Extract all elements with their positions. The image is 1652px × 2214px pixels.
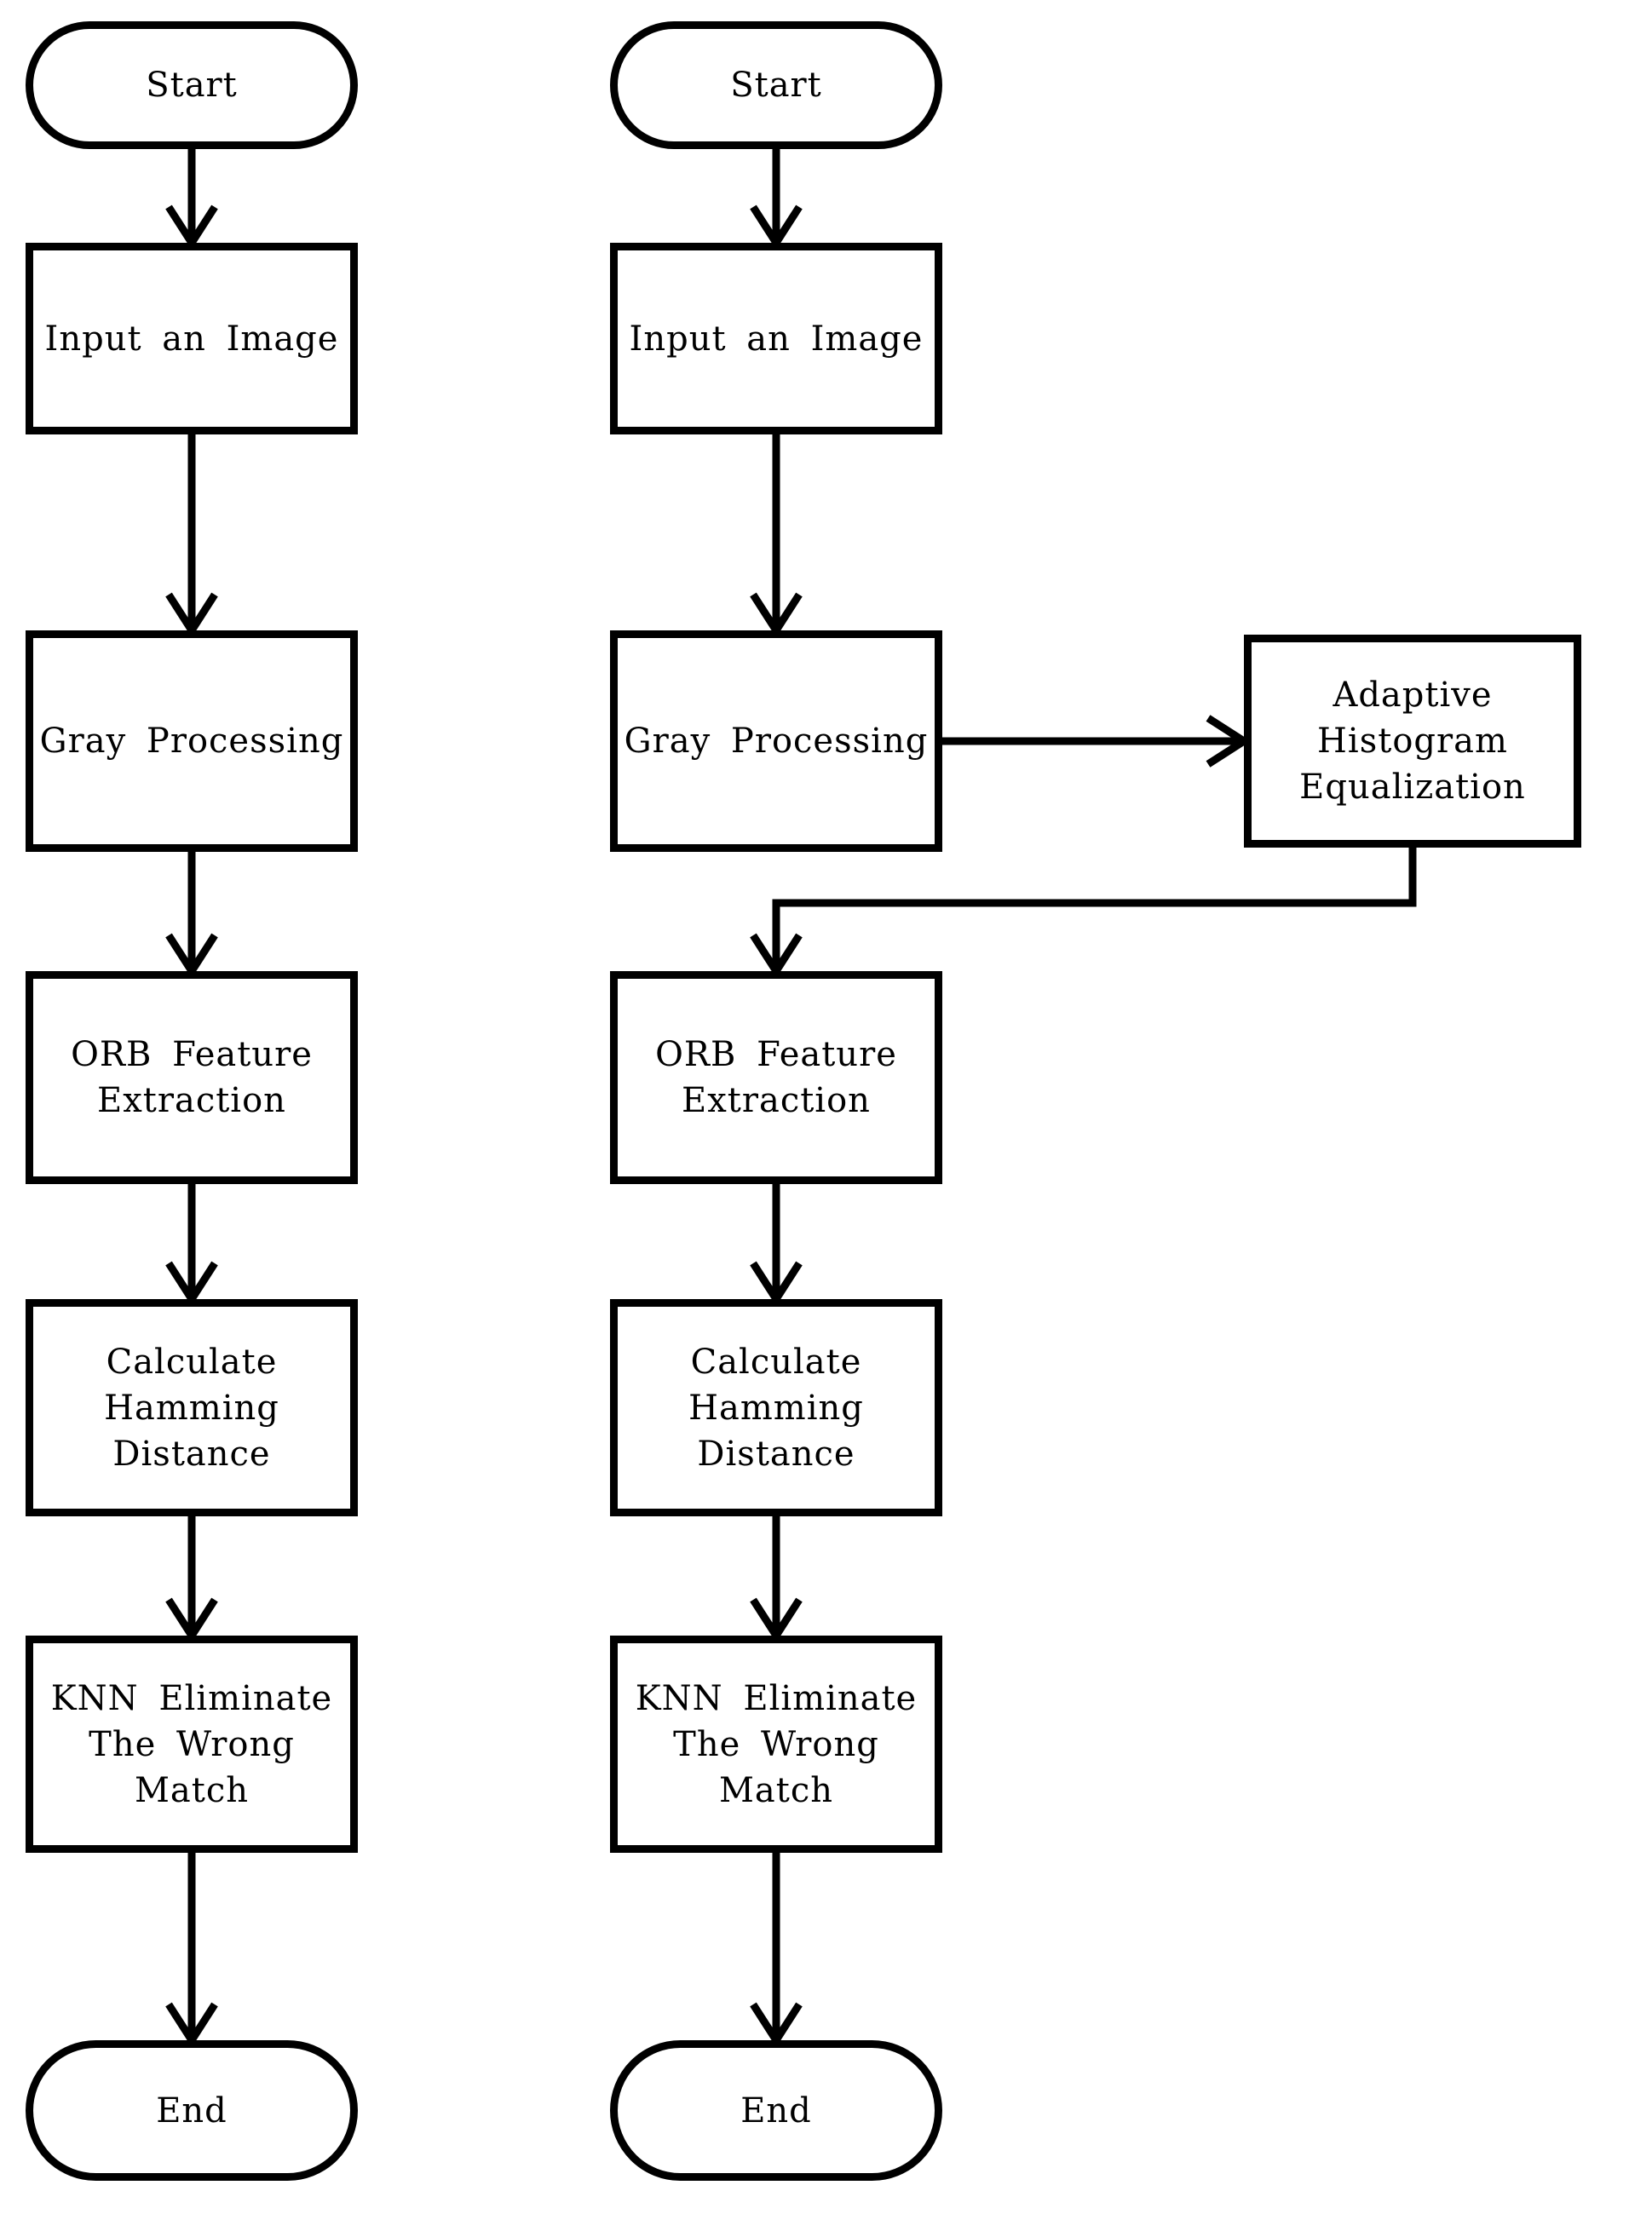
node-left-gray-processing: Gray Processing [26, 630, 358, 852]
edge-right-input-to-gray [750, 434, 803, 638]
edge-left-input-to-gray [165, 434, 218, 638]
node-right-end: End [610, 2040, 942, 2181]
edge-gray-to-ahe [942, 715, 1252, 768]
edge-left-gray-to-orb [165, 852, 218, 979]
node-left-orb-feature-extraction: ORB Feature Extraction [26, 971, 358, 1184]
node-right-knn-eliminate-wrong-match: KNN Eliminate The Wrong Match [610, 1636, 942, 1853]
node-right-start: Start [610, 21, 942, 149]
node-right-gray-processing: Gray Processing [610, 630, 942, 852]
node-left-knn-eliminate-wrong-match: KNN Eliminate The Wrong Match [26, 1636, 358, 1853]
edge-left-calc-to-knn [165, 1516, 218, 1643]
edge-left-knn-to-end [165, 1853, 218, 2048]
node-right-adaptive-histogram-equalization: Adaptive Histogram Equalization [1244, 635, 1581, 848]
node-right-input-image: Input an Image [610, 243, 942, 434]
edge-right-calc-to-knn [750, 1516, 803, 1643]
node-left-calculate-hamming-distance: Calculate Hamming Distance [26, 1299, 358, 1516]
edge-right-start-to-input [750, 149, 803, 250]
edge-left-orb-to-calc [165, 1184, 218, 1307]
node-left-end: End [26, 2040, 358, 2181]
node-right-orb-feature-extraction: ORB Feature Extraction [610, 971, 942, 1184]
edge-right-orb-to-calc [750, 1184, 803, 1307]
edge-ahe-to-orb [750, 848, 1417, 979]
edge-left-start-to-input [165, 149, 218, 250]
node-left-start: Start [26, 21, 358, 149]
node-right-calculate-hamming-distance: Calculate Hamming Distance [610, 1299, 942, 1516]
node-left-input-image: Input an Image [26, 243, 358, 434]
edge-right-knn-to-end [750, 1853, 803, 2048]
